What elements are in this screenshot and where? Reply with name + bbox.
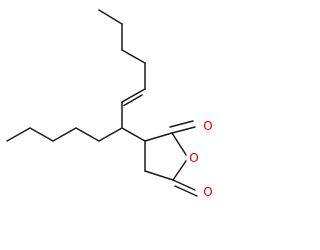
bond [52, 127, 77, 142]
oxygen-atom-carbonyl-top: O [200, 118, 216, 134]
chemical-structure-diagram: O O O [6, 9, 216, 200]
bond [121, 127, 146, 142]
anhydride-ring [121, 120, 198, 197]
carbonyl-bond [174, 185, 198, 197]
oxygen-atom-carbonyl-bottom: O [200, 184, 216, 200]
bond [144, 132, 173, 142]
oxygen-atom-ring: O [186, 150, 202, 166]
bond [75, 127, 100, 142]
oxygen-label: O [189, 151, 198, 165]
carbonyl-bond [172, 179, 196, 191]
bond [29, 127, 54, 142]
bond [171, 132, 189, 159]
atom-label-group: O O O [186, 118, 216, 200]
pentyl-chain [6, 127, 123, 142]
double-bond [123, 94, 143, 107]
oxygen-label: O [203, 119, 212, 133]
double-bond [121, 88, 146, 103]
bond [172, 157, 189, 181]
carbonyl-bond [169, 120, 194, 128]
bond [98, 127, 123, 142]
bond [98, 9, 123, 25]
carbonyl-bond [171, 126, 196, 134]
hexenyl-chain [98, 9, 146, 129]
bond [6, 127, 31, 142]
bond [144, 170, 174, 181]
bond [121, 49, 146, 64]
oxygen-label: O [203, 185, 212, 199]
